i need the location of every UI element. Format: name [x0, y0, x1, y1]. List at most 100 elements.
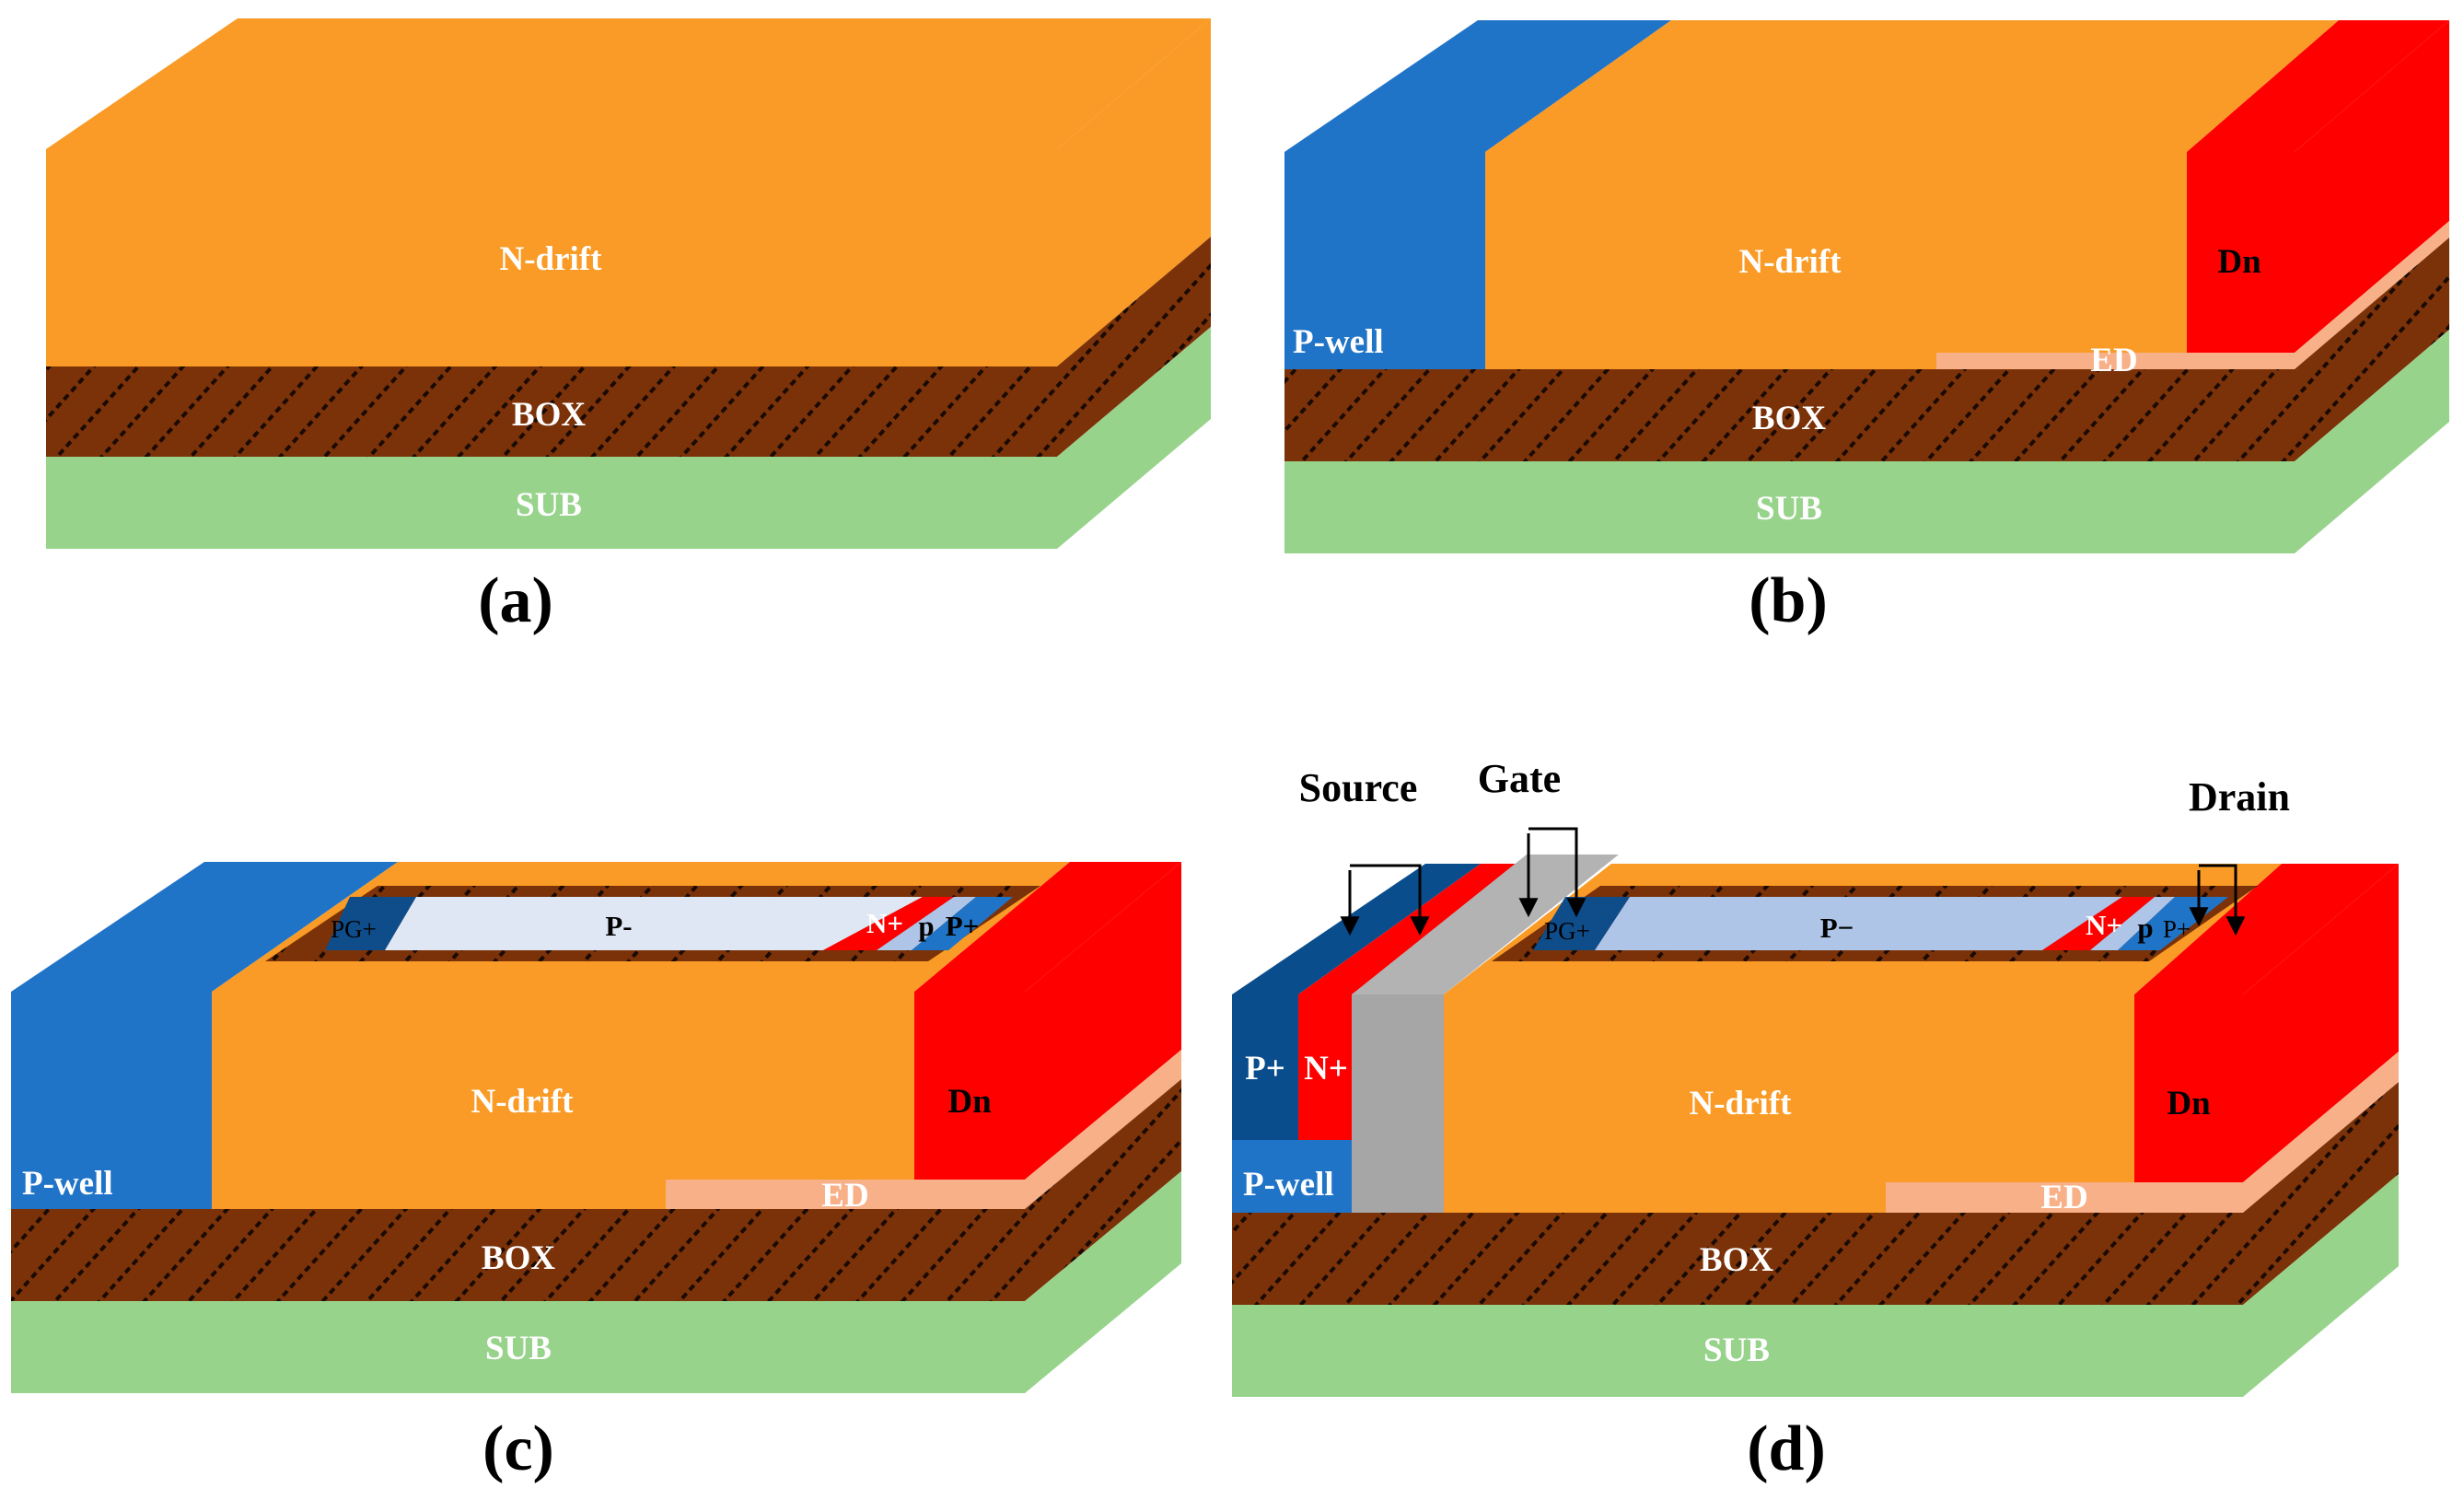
pplus-front-face — [1232, 994, 1298, 1140]
sub-front-face — [1232, 1305, 2243, 1397]
ndrift-front-face — [1485, 152, 2187, 369]
dn-top-face — [2134, 864, 2399, 994]
ndrift-front-face — [212, 992, 914, 1209]
source-label: Source — [1299, 765, 1418, 810]
ed-label: ED — [821, 1177, 868, 1215]
dn-label: Dn — [2167, 1085, 2211, 1122]
sub-front-face — [1284, 461, 2295, 553]
ndrift-top-face — [1485, 20, 2339, 152]
pwell-label: P-well — [22, 1165, 113, 1203]
ed-side-face — [1025, 1050, 1181, 1209]
sub-side-face — [2243, 1174, 2399, 1397]
dn-front-face — [2187, 152, 2295, 353]
dn-top-face — [2187, 20, 2449, 152]
box-side-face — [2295, 238, 2449, 461]
ndrift-front-face — [1444, 994, 2134, 1213]
box-side-face — [1057, 237, 1211, 457]
gate-front-face — [1352, 994, 1444, 1213]
gate-label: Gate — [1478, 756, 1561, 801]
dn-side-face — [2243, 864, 2399, 1182]
dn-label: Dn — [947, 1083, 992, 1121]
box-side-face — [2243, 1082, 2399, 1305]
pminus-region — [385, 897, 923, 950]
pwell-label: P-well — [1293, 323, 1384, 361]
sub-side-face — [2295, 330, 2449, 553]
ndrift-side-face — [1057, 18, 1211, 366]
pminus-label: P− — [1820, 912, 1854, 944]
panel-d: Source Gate Drain PG+ P− N+ p P+ P+ N+ P… — [1232, 756, 2399, 1484]
panel-a: N-drift BOX SUB (a) — [46, 18, 1211, 636]
ndrift-label: N-drift — [1690, 1085, 1793, 1122]
pminus-region — [1595, 897, 2122, 950]
drain-label: Drain — [2189, 774, 2290, 820]
caption-a: (a) — [478, 565, 553, 636]
sub-side-face — [1025, 1171, 1181, 1393]
source-terminal: Source — [1299, 765, 1430, 936]
nplus-label: N+ — [1304, 1050, 1348, 1087]
ed-side-face — [2295, 221, 2449, 369]
pwell-top-face — [1284, 20, 1671, 152]
ndrift-label: N-drift — [471, 1083, 575, 1121]
pplus-region — [912, 897, 1013, 950]
p-label: p — [918, 910, 934, 942]
box-front-face — [1284, 369, 2295, 461]
ndrift-label: N-drift — [500, 240, 603, 278]
ndrift-label: N-drift — [1739, 243, 1842, 281]
ed-side-face — [2243, 1052, 2399, 1213]
pwell-front-face — [1284, 152, 1485, 369]
sub-label: SUB — [1756, 490, 1822, 528]
ndrift-top-face — [46, 18, 1211, 149]
nplus-front-face — [1298, 994, 1352, 1140]
dn-side-face — [2295, 20, 2449, 353]
caption-b: (b) — [1749, 565, 1828, 636]
nplus-region — [823, 897, 954, 950]
pwell-top-face — [11, 862, 398, 992]
pplus-label: P+ — [1245, 1050, 1285, 1087]
pplus-label: P+ — [946, 910, 980, 942]
ed-label: ED — [2040, 1179, 2087, 1216]
sub-front-face — [11, 1301, 1025, 1393]
nplus-top-label: N+ — [2086, 909, 2122, 941]
box-label: BOX — [1752, 400, 1826, 437]
box-front-face — [11, 1209, 1025, 1301]
caption-c: (c) — [482, 1413, 554, 1484]
sub-label: SUB — [485, 1330, 552, 1367]
panel-b: P-well N-drift Dn ED BOX SUB (b) — [1284, 20, 2449, 636]
dn-top-face — [914, 862, 1181, 992]
pg-label: PG+ — [331, 915, 377, 943]
pplus-top-label: P+ — [2163, 915, 2191, 943]
pwell-front-face — [1232, 1140, 1352, 1213]
box-label: BOX — [1700, 1241, 1773, 1279]
pg-region — [1533, 897, 1630, 950]
ndrift-front-face — [46, 149, 1057, 366]
dn-front-face — [914, 992, 1025, 1180]
sub-front-face — [46, 457, 1057, 549]
dn-side-face — [1025, 862, 1181, 1180]
panel-c: PG+ P- N+ p P+ P-well N-drift Dn ED BOX … — [11, 862, 1181, 1484]
nplus-label: N+ — [866, 907, 903, 939]
box-front-face — [46, 366, 1057, 457]
box-label: BOX — [482, 1239, 555, 1277]
drain-terminal: Drain — [2189, 774, 2290, 936]
pg-label: PG+ — [1544, 917, 1590, 945]
caption-d: (d) — [1747, 1413, 1826, 1484]
pwell-front-face — [11, 992, 212, 1209]
box-front-face — [1232, 1213, 2243, 1305]
sub-label: SUB — [1703, 1331, 1770, 1369]
sub-label: SUB — [516, 486, 582, 524]
p-label: p — [2137, 912, 2153, 944]
p-region — [877, 897, 976, 950]
p-region — [2090, 897, 2175, 950]
box-label: BOX — [512, 396, 586, 434]
pminus-label: P- — [605, 910, 632, 942]
sub-side-face — [1057, 327, 1211, 549]
nplus-region — [2042, 897, 2155, 950]
ed-front-face — [1886, 1182, 2243, 1213]
ed-front-face — [666, 1180, 1025, 1209]
pg-region — [325, 897, 416, 950]
pwell-label: P-well — [1243, 1166, 1334, 1203]
ed-front-face — [1936, 353, 2295, 369]
gate-top-face — [1352, 855, 1619, 994]
box-side-face — [1025, 1079, 1181, 1301]
gate-terminal: Gate — [1478, 756, 1586, 918]
